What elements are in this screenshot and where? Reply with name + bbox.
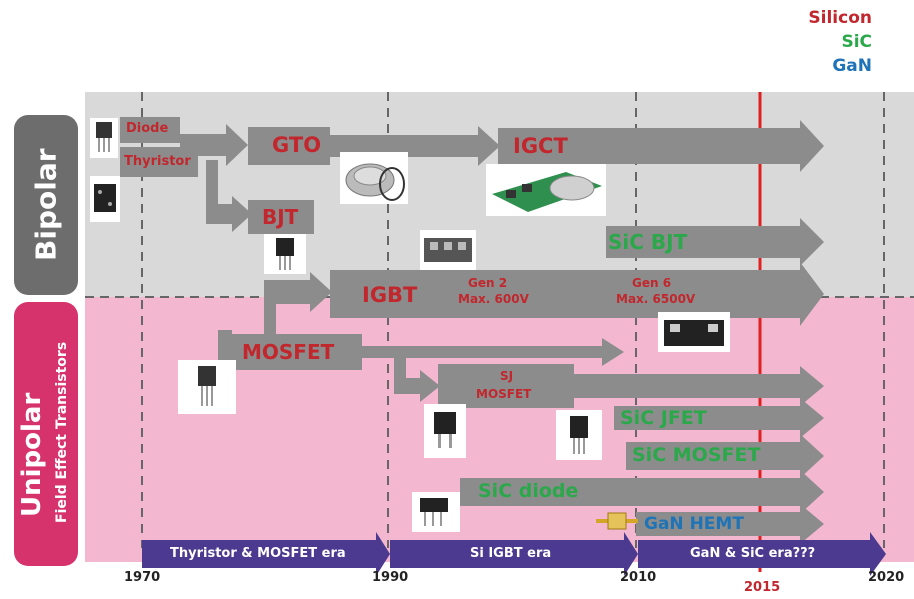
unipolar-sublabel: Field Effect Transistors — [54, 341, 70, 523]
era-label-2: Si IGBT era — [470, 546, 552, 561]
legend-gan: GaN — [832, 56, 872, 76]
year-1990: 1990 — [372, 570, 409, 585]
year-2020: 2020 — [868, 570, 905, 585]
igct-board-icon — [486, 164, 606, 216]
era-arrow-3 — [638, 532, 886, 576]
to-gto-arrow — [180, 124, 248, 166]
sic-jfet-arrow — [614, 398, 824, 438]
era-arrow-2 — [390, 532, 638, 576]
igbt-stem — [264, 272, 332, 340]
stem-to-bjt — [206, 160, 218, 212]
rf-package-icon — [594, 508, 640, 534]
gan-hemt-arrow — [636, 504, 824, 544]
gto-arrow — [248, 127, 330, 165]
to247-package-icon — [556, 410, 602, 460]
module-icon — [420, 230, 476, 270]
to247-package-icon — [264, 234, 306, 274]
gen6-label: Gen 6 — [632, 276, 672, 290]
sic-mosfet-label: SiC MOSFET — [632, 444, 761, 466]
year-2010: 2010 — [620, 570, 657, 585]
year-1970: 1970 — [124, 570, 161, 585]
unipolar-label: Unipolar — [17, 392, 47, 518]
sic-bjt-label: SiC BJT — [608, 230, 688, 254]
module-icon — [90, 176, 120, 222]
sic-diode-label: SiC diode — [478, 480, 579, 502]
igbt-arrow — [330, 262, 824, 326]
diode-box — [120, 117, 180, 143]
mosfet-box — [232, 334, 362, 370]
sic-mosfet-arrow — [626, 434, 824, 478]
to-bjt-arrow — [206, 196, 252, 232]
to220-package-icon — [178, 360, 236, 414]
sic-bjt-arrow — [606, 218, 824, 266]
sic-diode-arrow — [460, 470, 824, 514]
dpak-package-icon — [424, 404, 466, 458]
era-arrow-1 — [142, 532, 390, 576]
gan-hemt-label: GaN HEMT — [644, 514, 744, 534]
sj-arrow — [574, 366, 824, 406]
gen6-voltage: Max. 6500V — [616, 292, 696, 306]
gen2-label: Gen 2 — [468, 276, 508, 290]
igct-arrow — [498, 120, 824, 172]
thyristor-label: Thyristor — [124, 154, 191, 169]
sic-jfet-label: SiC JFET — [620, 407, 707, 429]
press-pack-icon — [340, 152, 408, 204]
mosfet-arrow — [360, 338, 624, 366]
bipolar-label: Bipolar — [14, 115, 78, 295]
igct-label: IGCT — [513, 134, 568, 158]
to220-package-icon — [90, 118, 118, 158]
legend-silicon: Silicon — [808, 8, 872, 28]
era-label-3: GaN & SiC era??? — [690, 546, 816, 561]
module-icon — [658, 312, 730, 352]
igbt-label: IGBT — [362, 283, 418, 307]
to220-package-icon — [412, 492, 460, 532]
legend-sic: SiC — [841, 32, 872, 52]
diode-label: Diode — [126, 121, 169, 136]
gen2-voltage: Max. 600V — [458, 292, 529, 306]
year-2015: 2015 — [744, 580, 781, 595]
bjt-box — [248, 200, 314, 234]
sj-mosfet-label: MOSFET — [476, 387, 532, 401]
sj-box — [438, 364, 574, 408]
bjt-label: BJT — [262, 205, 299, 229]
era-label-1: Thyristor & MOSFET era — [170, 546, 346, 561]
unipolar-bar — [14, 302, 78, 566]
mosfet-label: MOSFET — [242, 340, 335, 364]
gto-label: GTO — [272, 133, 322, 157]
to-sj-arrow — [394, 370, 440, 402]
sj-label: SJ — [500, 369, 514, 383]
